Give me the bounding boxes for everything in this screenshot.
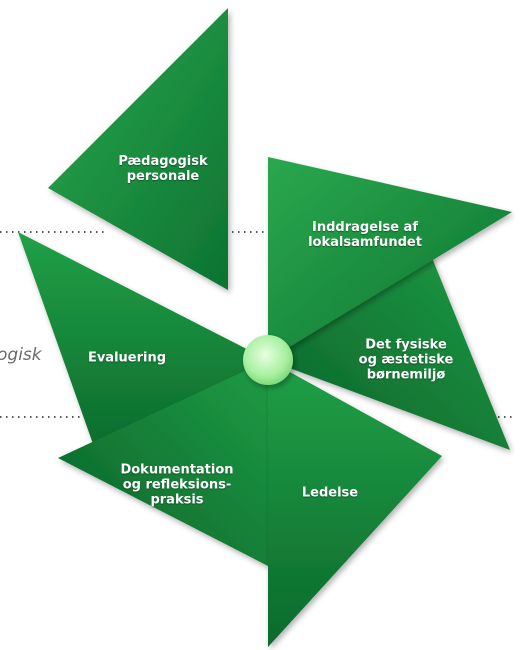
label-paedagogisk-personale: Pædagogisk personale xyxy=(118,154,208,184)
segment-evaluering xyxy=(18,232,268,458)
segment-ledelse xyxy=(268,360,442,647)
segment-inddragelse xyxy=(268,157,512,360)
segment-dokumentation xyxy=(58,360,268,566)
label-fysiske-miljo: Det fysiske og æstetiske børnemiljø xyxy=(358,337,454,383)
segment-paedagogisk-personale xyxy=(48,8,228,290)
center-hub xyxy=(243,335,293,385)
label-evaluering: Evaluering xyxy=(87,350,167,366)
label-dokumentation: Dokumentation og refleksions- praksis xyxy=(120,462,234,508)
label-inddragelse: Inddragelse af lokalsamfundet xyxy=(308,220,422,250)
side-text: ogisk xyxy=(0,345,42,365)
segment-fysiske-miljo xyxy=(268,248,510,450)
label-ledelse: Ledelse xyxy=(301,485,359,501)
